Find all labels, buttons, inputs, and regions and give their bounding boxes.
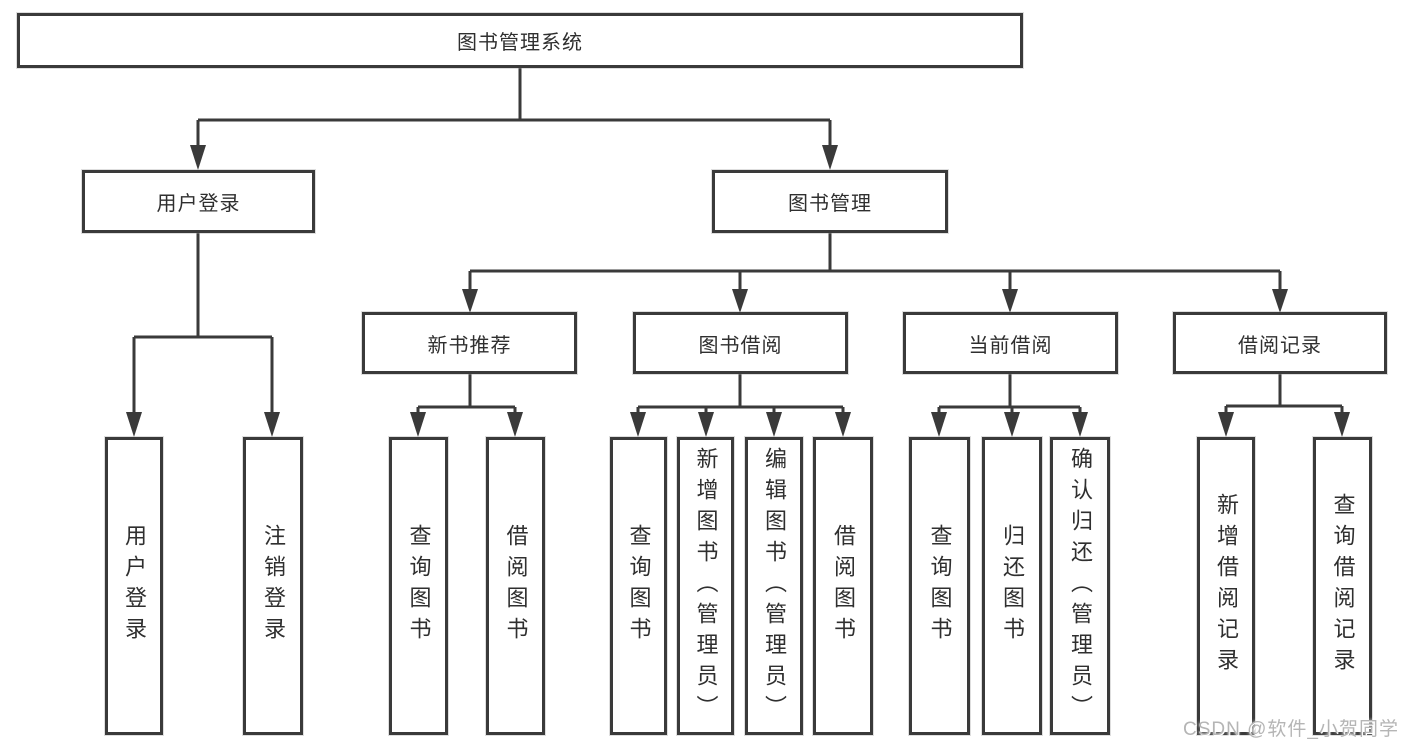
node-user-login-label: 用户登录	[156, 193, 241, 215]
leaf-label: 借阅图书	[831, 524, 856, 648]
node-user-login: 用户登录	[82, 170, 315, 233]
node-current-borrow-label: 当前借阅	[968, 334, 1053, 357]
node-book-borrow: 图书借阅	[633, 312, 848, 374]
leaf-label: 归还图书	[1000, 524, 1025, 648]
node-root-label: 图书管理系统	[457, 32, 583, 54]
node-borrow-records-label: 借阅记录	[1238, 334, 1322, 357]
node-book-management-label: 图书管理	[788, 193, 872, 215]
leaf-borrow-books-1: 借阅图书	[486, 437, 545, 735]
leaf-return-books: 归还图书	[982, 437, 1042, 735]
leaf-label: 新增图书（管理员）	[693, 446, 719, 726]
leaf-edit-books-admin: 编辑图书（管理员）	[745, 437, 803, 735]
leaf-add-borrow-record: 新增借阅记录	[1197, 437, 1255, 735]
leaf-label: 查询图书	[927, 524, 953, 648]
leaf-label: 注销登录	[261, 524, 286, 648]
leaf-query-books-3: 查询图书	[909, 437, 970, 735]
node-book-borrow-label: 图书借阅	[698, 334, 783, 357]
node-borrow-records: 借阅记录	[1173, 312, 1387, 374]
node-current-borrow: 当前借阅	[903, 312, 1118, 374]
leaf-query-books-1: 查询图书	[389, 437, 448, 735]
leaf-label: 查询图书	[406, 524, 432, 648]
leaf-label: 查询借阅记录	[1330, 493, 1356, 679]
leaf-label: 查询图书	[626, 524, 652, 648]
leaf-label: 编辑图书（管理员）	[762, 446, 787, 726]
node-book-management: 图书管理	[712, 170, 948, 233]
leaf-logout: 注销登录	[243, 437, 303, 735]
leaf-add-books-admin: 新增图书（管理员）	[677, 437, 734, 735]
leaf-borrow-books-2: 借阅图书	[813, 437, 873, 735]
leaf-label: 用户登录	[122, 524, 147, 648]
leaf-user-login: 用户登录	[105, 437, 163, 735]
leaf-confirm-return-admin: 确认归还（管理员）	[1050, 437, 1110, 735]
node-new-book-recommend-label: 新书推荐	[427, 334, 512, 357]
leaf-label: 新增借阅记录	[1214, 493, 1239, 679]
csdn-watermark: CSDN @软件_小贺同学	[1183, 719, 1399, 740]
node-root: 图书管理系统	[17, 13, 1023, 68]
leaf-query-books-2: 查询图书	[610, 437, 667, 735]
leaf-label: 借阅图书	[503, 524, 529, 648]
node-new-book-recommend: 新书推荐	[362, 312, 577, 374]
leaf-query-borrow-record: 查询借阅记录	[1313, 437, 1372, 735]
leaf-label: 确认归还（管理员）	[1068, 446, 1093, 726]
